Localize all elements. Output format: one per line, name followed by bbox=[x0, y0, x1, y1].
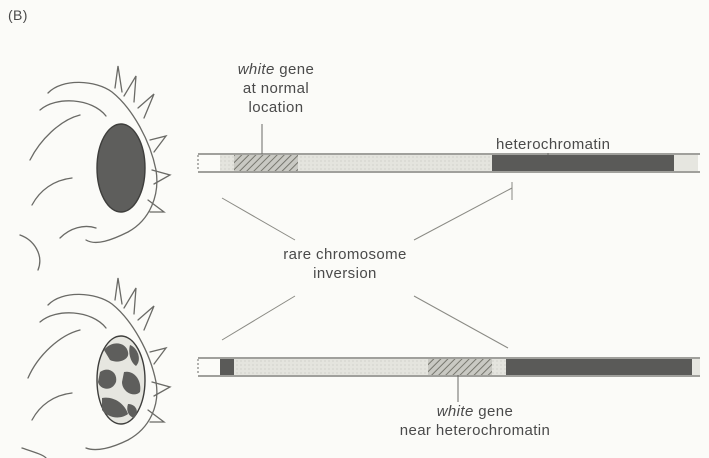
label-rare-inversion: rare chromosome inversion bbox=[255, 245, 435, 283]
eye-bottom-variegated bbox=[97, 336, 145, 424]
chromosome-bottom bbox=[198, 358, 700, 376]
chromosome-top bbox=[198, 154, 700, 172]
label-heterochromatin: heterochromatin bbox=[496, 135, 610, 154]
white-gene-near-region bbox=[428, 359, 492, 375]
label-white-gene-near: white gene near heterochromatin bbox=[380, 402, 570, 440]
panel-label: (B) bbox=[8, 6, 28, 25]
fly-head-bottom bbox=[22, 278, 170, 458]
white-gene-normal-region bbox=[234, 155, 298, 171]
heterochromatin-top bbox=[492, 155, 674, 171]
label-white-italic: white bbox=[238, 61, 275, 78]
eye-top bbox=[97, 124, 145, 212]
label-white-gene-normal: white gene at normal location bbox=[206, 60, 346, 117]
fly-head-top bbox=[20, 66, 170, 270]
heterochromatin-bottom bbox=[506, 359, 692, 375]
